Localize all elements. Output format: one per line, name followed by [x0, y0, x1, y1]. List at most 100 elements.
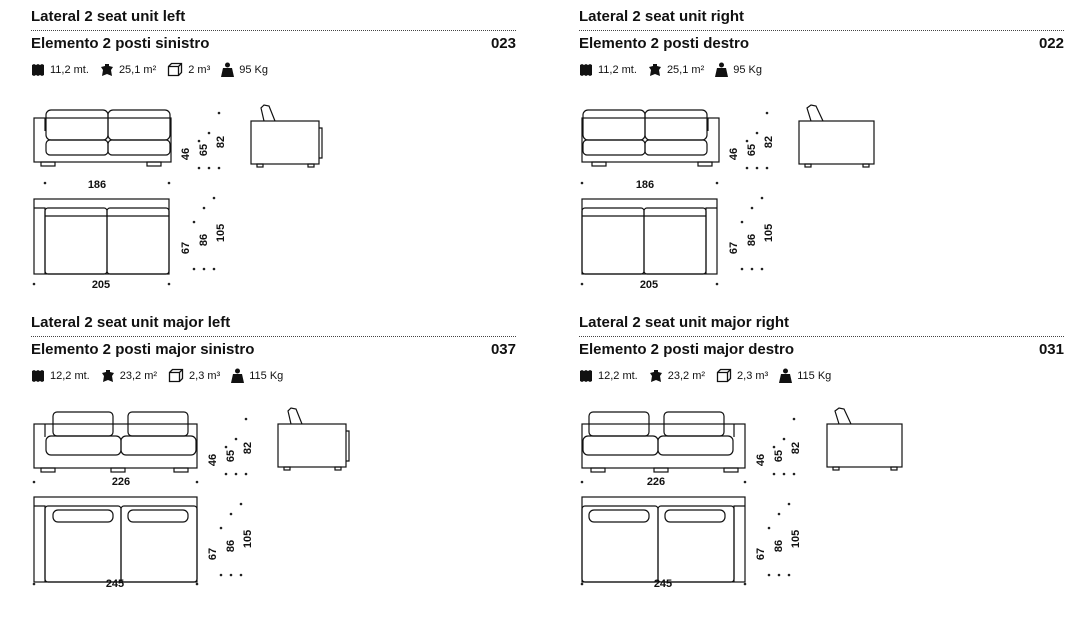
plan-seat [106, 207, 170, 275]
volume-box-icon [168, 368, 184, 383]
unit-code: 022 [1038, 35, 1064, 52]
seat-cushion [107, 139, 171, 156]
foot [591, 161, 607, 167]
dim-width: 186 [636, 179, 654, 191]
weight-icon [231, 368, 245, 383]
foot [723, 467, 739, 473]
spec-fabric-value: 12,2 mt. [50, 369, 90, 382]
seat-cushion [45, 435, 122, 456]
divider [31, 30, 516, 31]
unit-title-en: Lateral 2 seat unit major right [579, 314, 790, 331]
dim-arm-depth: 86 [746, 234, 758, 246]
dim-seat-depth: 67 [728, 242, 740, 254]
spec-weight: 95 Kg [715, 62, 762, 77]
dim-back-height: 82 [790, 442, 802, 454]
plan-back-cushion [52, 509, 114, 523]
fabric-swatch-icon [32, 63, 44, 76]
dim-seat-depth: 67 [755, 548, 767, 560]
spec-weight-value: 115 Kg [249, 369, 284, 382]
dim-arm-height: 65 [198, 144, 210, 156]
side-view-back [319, 127, 323, 159]
foot [590, 467, 606, 473]
volume-box-icon [168, 62, 183, 77]
spec-leather-value: 23,2 m² [667, 369, 706, 382]
side-view-arm [287, 407, 303, 425]
unit-block: Lateral 2 seat unit right Elemento 2 pos… [579, 8, 1064, 308]
back-cushion [582, 109, 646, 141]
volume-box-icon [716, 368, 732, 383]
foot [40, 161, 56, 167]
dim-back-height: 82 [763, 136, 775, 148]
spec-fabric-value: 11,2 mt. [598, 63, 637, 76]
dim-total-depth: 105 [763, 224, 775, 242]
unit-title-en: Lateral 2 seat unit major left [31, 314, 231, 331]
technical-drawing: 186 205 46 65 82 67 86 105 [32, 104, 323, 291]
side-view-body [826, 423, 903, 468]
seat-cushion [582, 435, 659, 456]
foot [307, 163, 315, 168]
foot [146, 161, 162, 167]
unit-code: 023 [490, 35, 516, 52]
spec-volume-value: 2,3 m³ [189, 369, 221, 382]
spec-leather: 23,2 m² [101, 369, 157, 383]
spec-fabric: 12,2 mt. [31, 369, 90, 383]
dim-seat-height: 46 [180, 148, 192, 160]
technical-drawing: 186 205 46 65 82 67 86 105 [580, 104, 875, 291]
unit-title-it: Elemento 2 posti major sinistro [31, 341, 255, 358]
divider [31, 336, 516, 337]
dim-depth: 245 [106, 578, 124, 590]
spec-fabric: 11,2 mt. [579, 63, 637, 77]
plan-seat [44, 505, 122, 583]
back-cushion [45, 109, 109, 141]
spec-volume: 2 m³ [167, 62, 210, 77]
plan-seat [44, 207, 108, 275]
unit-code: 031 [1038, 341, 1064, 358]
side-view-body [277, 423, 347, 468]
foot [890, 466, 898, 471]
dim-width: 226 [647, 476, 665, 488]
spec-leather-value: 25,1 m² [666, 63, 705, 76]
spec-fabric-value: 11,2 mt. [50, 63, 89, 76]
dim-arm-height: 65 [773, 450, 785, 462]
spec-leather: 23,2 m² [649, 369, 705, 383]
dim-back-height: 82 [242, 442, 254, 454]
spec-fabric: 11,2 mt. [31, 63, 89, 77]
foot [653, 467, 669, 473]
foot [697, 161, 713, 167]
unit-title-it: Elemento 2 posti destro [579, 35, 750, 52]
spec-volume-value: 2 m³ [188, 63, 211, 76]
foot [832, 466, 840, 471]
weight-icon [715, 62, 729, 77]
plan-view-body [33, 198, 170, 275]
unit-title-it: Elemento 2 posti major destro [579, 341, 795, 358]
plan-view-arm [705, 207, 717, 274]
plan-view-arm [34, 207, 46, 274]
dim-arm-height: 65 [746, 144, 758, 156]
foot [804, 163, 812, 168]
seat-cushion [45, 139, 109, 156]
front-view-body [33, 117, 172, 163]
dim-arm-depth: 86 [198, 234, 210, 246]
unit-title-it: Elemento 2 posti sinistro [31, 35, 210, 52]
dim-back-height: 82 [215, 136, 227, 148]
dim-seat-height: 46 [755, 454, 767, 466]
fabric-swatch-icon [580, 369, 592, 382]
spec-row: 11,2 mt. 25,1 m² 95 Kg [579, 62, 773, 77]
spec-volume: 2,3 m³ [168, 368, 220, 383]
plan-seat [643, 207, 707, 275]
plan-back-cushion [588, 509, 650, 523]
foot [283, 466, 291, 471]
plan-seat [120, 505, 198, 583]
leather-hide-icon [100, 63, 113, 76]
dim-depth: 245 [654, 578, 672, 590]
side-view-body [798, 120, 875, 165]
spec-volume: 2,3 m³ [716, 368, 768, 383]
dim-seat-depth: 67 [207, 548, 219, 560]
dim-arm-depth: 86 [225, 540, 237, 552]
technical-drawing: 226 245 46 65 82 67 86 105 [580, 407, 903, 590]
back-cushion [107, 109, 171, 141]
spec-fabric: 12,2 mt. [579, 369, 638, 383]
foot [256, 163, 264, 168]
foot [334, 466, 342, 471]
spec-leather: 25,1 m² [100, 63, 156, 77]
